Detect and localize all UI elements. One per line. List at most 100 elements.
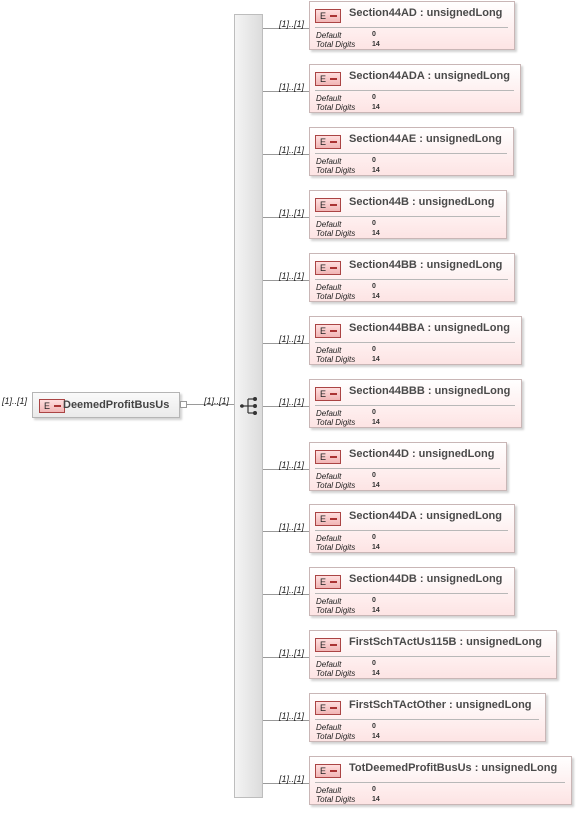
total-digits-value: 14 <box>372 733 380 740</box>
child-connector-line <box>263 343 309 344</box>
total-digits-value: 14 <box>372 670 380 677</box>
element-box-section44ad[interactable]: E Section44AD : unsignedLong Default Tot… <box>309 1 515 50</box>
root-element-name: DeemedProfitBusUs <box>63 399 170 411</box>
element-badge-letter: E <box>320 389 327 399</box>
total-digits-value: 14 <box>372 419 380 426</box>
child-connector-line <box>263 657 309 658</box>
default-value: 0 <box>372 409 376 416</box>
element-box-section44d[interactable]: E Section44D : unsignedLong Default Tota… <box>309 442 507 491</box>
element-badge-letter: E <box>320 640 327 650</box>
total-digits-label: Total Digits <box>316 732 356 741</box>
element-separator <box>315 468 500 469</box>
element-badge-icon: E <box>315 575 341 589</box>
element-separator <box>315 782 565 783</box>
element-badge-letter: E <box>320 74 327 84</box>
element-box-section44bbb[interactable]: E Section44BBB : unsignedLong Default To… <box>309 379 522 428</box>
default-value: 0 <box>372 534 376 541</box>
element-badge-letter: E <box>320 263 327 273</box>
element-badge-icon: E <box>315 701 341 715</box>
badge-dash <box>330 78 337 80</box>
default-label: Default <box>316 94 342 103</box>
element-badge-letter: E <box>320 514 327 524</box>
element-box-section44b[interactable]: E Section44B : unsignedLong Default Tota… <box>309 190 507 239</box>
total-digits-value: 14 <box>372 544 380 551</box>
root-element-box[interactable]: E DeemedProfitBusUs <box>32 392 180 418</box>
default-label: Default <box>316 472 342 481</box>
element-name: Section44BBA : unsignedLong <box>349 322 510 334</box>
badge-dash <box>330 770 337 772</box>
element-separator <box>315 216 500 217</box>
total-digits-value: 14 <box>372 293 380 300</box>
element-badge-letter: E <box>320 200 327 210</box>
element-box-section44ae[interactable]: E Section44AE : unsignedLong Default Tot… <box>309 127 514 176</box>
child-connector-line <box>263 531 309 532</box>
default-value: 0 <box>372 472 376 479</box>
element-badge-icon: E <box>315 135 341 149</box>
element-box-totdeemedprofitbusus[interactable]: E TotDeemedProfitBusUs : unsignedLong De… <box>309 756 572 805</box>
default-label: Default <box>316 283 342 292</box>
element-box-firstschtactother[interactable]: E FirstSchTActOther : unsignedLong Defau… <box>309 693 546 742</box>
total-digits-label: Total Digits <box>316 795 356 804</box>
element-badge-letter: E <box>320 703 327 713</box>
total-digits-label: Total Digits <box>316 481 356 490</box>
element-badge-icon: E <box>315 638 341 652</box>
element-name: Section44ADA : unsignedLong <box>349 70 510 82</box>
badge-dash <box>330 707 337 709</box>
element-box-section44ada[interactable]: E Section44ADA : unsignedLong Default To… <box>309 64 521 113</box>
element-box-section44bb[interactable]: E Section44BB : unsignedLong Default Tot… <box>309 253 515 302</box>
element-separator <box>315 593 508 594</box>
badge-dash <box>330 15 337 17</box>
element-name: FirstSchTActOther : unsignedLong <box>349 699 532 711</box>
total-digits-value: 14 <box>372 607 380 614</box>
element-name: Section44D : unsignedLong <box>349 448 495 460</box>
child-connector-line <box>263 28 309 29</box>
default-value: 0 <box>372 157 376 164</box>
default-value: 0 <box>372 786 376 793</box>
total-digits-label: Total Digits <box>316 103 356 112</box>
default-value: 0 <box>372 220 376 227</box>
child-multiplicity: [1]..[1] <box>279 774 305 784</box>
default-value: 0 <box>372 283 376 290</box>
child-connector-line <box>263 720 309 721</box>
child-multiplicity: [1]..[1] <box>279 19 305 29</box>
badge-dash <box>330 141 337 143</box>
element-box-section44da[interactable]: E Section44DA : unsignedLong Default Tot… <box>309 504 515 553</box>
child-multiplicity: [1]..[1] <box>279 648 305 658</box>
badge-dash <box>330 518 337 520</box>
total-digits-label: Total Digits <box>316 418 356 427</box>
default-value: 0 <box>372 723 376 730</box>
element-name: Section44BBB : unsignedLong <box>349 385 511 397</box>
default-value: 0 <box>372 660 376 667</box>
total-digits-value: 14 <box>372 356 380 363</box>
element-badge-icon: E <box>315 764 341 778</box>
element-badge-letter: E <box>320 11 327 21</box>
element-name: Section44AE : unsignedLong <box>349 133 502 145</box>
element-box-section44bba[interactable]: E Section44BBA : unsignedLong Default To… <box>309 316 522 365</box>
total-digits-label: Total Digits <box>316 543 356 552</box>
element-name: Section44B : unsignedLong <box>349 196 495 208</box>
total-digits-value: 14 <box>372 796 380 803</box>
default-label: Default <box>316 534 342 543</box>
root-multiplicity: [1]..[1] <box>2 396 28 406</box>
element-separator <box>315 719 539 720</box>
default-value: 0 <box>372 31 376 38</box>
element-box-section44db[interactable]: E Section44DB : unsignedLong Default Tot… <box>309 567 515 616</box>
child-connector-line <box>263 469 309 470</box>
child-multiplicity: [1]..[1] <box>279 145 305 155</box>
child-multiplicity: [1]..[1] <box>279 397 305 407</box>
default-label: Default <box>316 786 342 795</box>
element-badge-letter: E <box>44 401 51 411</box>
element-separator <box>315 342 515 343</box>
element-badge-icon: E <box>315 9 341 23</box>
child-multiplicity: [1]..[1] <box>279 208 305 218</box>
element-box-firstschtactus115b[interactable]: E FirstSchTActUs115B : unsignedLong Defa… <box>309 630 557 679</box>
element-badge-letter: E <box>320 137 327 147</box>
element-separator <box>315 279 508 280</box>
sequence-compositor-icon[interactable] <box>238 396 260 416</box>
element-badge-icon: E <box>315 261 341 275</box>
total-digits-label: Total Digits <box>316 669 356 678</box>
total-digits-value: 14 <box>372 104 380 111</box>
child-multiplicity: [1]..[1] <box>279 82 305 92</box>
collapse-expander-icon[interactable] <box>180 401 187 408</box>
